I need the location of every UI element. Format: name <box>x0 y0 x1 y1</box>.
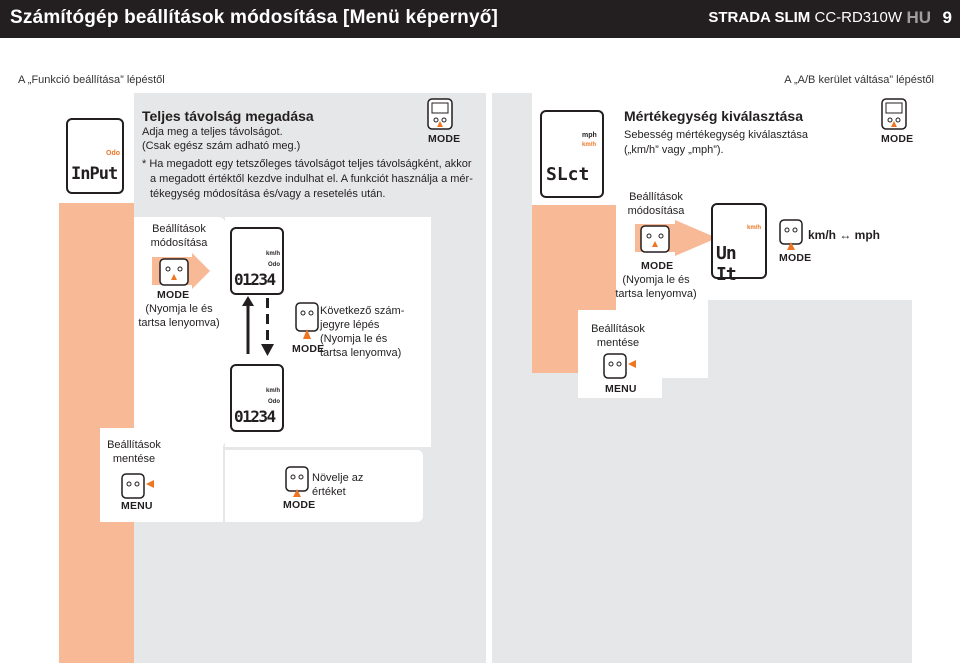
up-arrow-icon <box>240 296 280 363</box>
left-settings-box <box>134 217 225 447</box>
inc-line2: értéket <box>312 486 346 498</box>
lcd-select: mph km/h SLct <box>540 110 604 198</box>
settings-change-line1: Beállítások <box>152 223 206 235</box>
right-hold-line2: tartsa lenyomva) <box>615 288 697 300</box>
section-title-left: Teljes távolság megadása <box>142 108 314 124</box>
model-name: STRADA SLIM <box>708 9 811 26</box>
note-line-3: tékegység módosítása és/vagy a resetelés… <box>150 188 386 200</box>
right-settings-label: Beállítások módosítása <box>616 190 696 218</box>
toggle-device-icon[interactable] <box>778 218 806 257</box>
page-header: Számítógép beállítások módosítása [Menü … <box>0 0 960 38</box>
lcd-digits-2-value: 01234 <box>234 407 276 426</box>
right-hold-line1: (Nyomja le és <box>622 274 690 286</box>
hold-instruction: (Nyomja le és tartsa lenyomva) <box>134 302 224 330</box>
next-line2: jegyre lépés <box>320 319 380 331</box>
lcd-unit: Odo <box>106 150 120 157</box>
lcd-select-unit-kmh: km/h <box>582 142 597 148</box>
increase-device-icon[interactable] <box>284 465 312 504</box>
language-code: HU <box>906 8 931 27</box>
model-code: CC-RD310W <box>814 9 902 26</box>
right-text-box <box>616 93 912 205</box>
settings-device-icon[interactable] <box>152 253 212 298</box>
model-label: STRADA SLIM CC-RD310W <box>708 9 902 26</box>
from-left-link[interactable]: A „Funkció beállítása” lépéstől <box>18 74 165 86</box>
save-line1: Beállítások <box>107 439 161 451</box>
right-menu-label: MENU <box>605 383 637 395</box>
toggle-mode-label: MODE <box>779 252 812 264</box>
next-digit-instruction: Következő szám-jegyre lépés (Nyomja le és… <box>320 304 404 360</box>
right-desc-1: Sebesség mértékegység kiválasztása <box>624 129 809 141</box>
right-mode-label-mid: MODE <box>641 260 674 272</box>
save-line2: mentése <box>112 453 156 465</box>
inc-line1: Növelje az <box>312 472 364 484</box>
lcd-digits-2: km/h Odo 01234 <box>230 364 284 432</box>
desc-line-1: Adja meg a teljes távolságot. <box>142 126 283 138</box>
next-line4: tartsa lenyomva) <box>320 347 402 359</box>
lcd-input: Odo InPut <box>66 118 124 194</box>
lcd-select-text: SLct <box>546 164 590 185</box>
from-right-link[interactable]: A „A/B kerület váltása” lépéstől <box>784 74 934 86</box>
note-line-1: * Ha megadott egy tetszőleges távolságot… <box>142 158 472 170</box>
settings-change-label: Beállítások módosítása <box>134 222 224 250</box>
mode-label-inc: MODE <box>283 499 316 511</box>
mode-button-device-icon[interactable] <box>426 97 454 136</box>
section-title-right: Mértékegység kiválasztása <box>624 108 803 124</box>
right-save-line1: Beállítások <box>591 323 645 335</box>
unit-toggle-text: km/h ↔ mph <box>808 228 881 242</box>
right-mode-label-top: MODE <box>881 133 914 145</box>
mode-label-top: MODE <box>428 133 461 145</box>
hold-line1: (Nyomja le és <box>145 303 213 315</box>
desc-line-2: (Csak egész szám adható meg.) <box>142 140 301 152</box>
lcd-unit-text: Un It <box>716 243 737 285</box>
lcd-select-unit-mph: mph <box>582 132 597 139</box>
lcd-digits-2-odo: Odo <box>268 399 280 405</box>
menu-label: MENU <box>121 500 153 512</box>
menu-device-icon[interactable] <box>120 472 156 505</box>
right-settings-line1: Beállítások <box>629 191 683 203</box>
next-digit-device-icon[interactable] <box>294 301 320 346</box>
right-save-label: Beállítások mentése <box>580 322 656 350</box>
page-title: Számítógép beállítások módosítása [Menü … <box>10 7 499 28</box>
right-save-line2: mentése <box>596 337 640 349</box>
right-desc-2: („km/h” vagy „mph”). <box>624 144 724 156</box>
left-inc-box <box>225 450 423 522</box>
lcd-digits-1-odo: Odo <box>268 262 280 268</box>
lcd-text: InPut <box>71 164 118 184</box>
right-mode-device-icon[interactable] <box>880 97 908 136</box>
mode-label-next: MODE <box>292 343 325 355</box>
page-number: 9 <box>942 8 952 27</box>
next-line3: (Nyomja le és <box>320 333 388 345</box>
mode-label-mid: MODE <box>157 289 190 301</box>
lcd-digits-1-unit: km/h <box>266 251 281 257</box>
next-line1: Következő szám- <box>320 305 405 317</box>
settings-change-line2: módosítása <box>150 237 208 249</box>
right-settings-device-icon[interactable] <box>635 220 719 265</box>
save-label: Beállítások mentése <box>100 438 168 466</box>
lcd-unit-kmh: km/h <box>747 225 762 231</box>
right-menu-device-icon[interactable] <box>602 352 638 385</box>
lcd-digits-1-value: 01234 <box>234 270 276 289</box>
lcd-unit: km/h Un It <box>711 203 767 285</box>
hold-line2: tartsa lenyomva) <box>138 317 220 329</box>
right-hold-instruction: (Nyomja le és tartsa lenyomva) <box>614 273 698 301</box>
increase-instruction: Növelje az értéket <box>312 471 363 499</box>
right-settings-line2: módosítása <box>627 205 685 217</box>
lcd-digits-2-unit: km/h <box>266 388 281 394</box>
lcd-digits-1: km/h Odo 01234 <box>230 227 284 295</box>
note-line-2: a megadott értéktől kezdve indulhat el. … <box>150 173 473 185</box>
left-save-box <box>100 428 223 522</box>
